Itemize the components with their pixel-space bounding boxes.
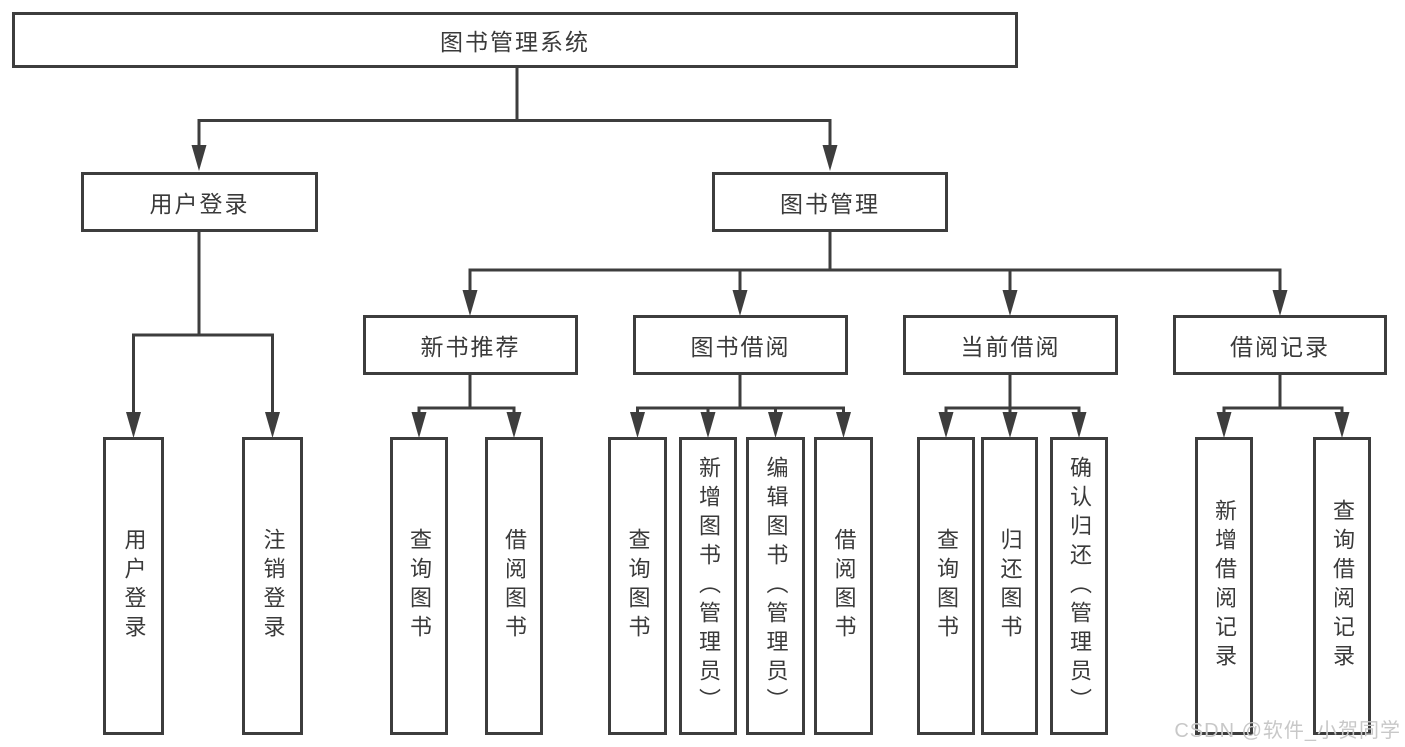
node-user-login-leaf: 用户登录 xyxy=(103,437,164,735)
node-label: 借阅图书 xyxy=(831,528,857,644)
node-label: 归还图书 xyxy=(997,528,1023,644)
node-label: 新增借阅记录 xyxy=(1212,499,1237,673)
node-label: 借阅图书 xyxy=(502,528,527,644)
node-edit-books-admin-leaf: 编辑图书（管理员） xyxy=(746,437,805,735)
node-label: 当前借阅 xyxy=(960,334,1061,360)
node-query-borrow-record-leaf: 查询借阅记录 xyxy=(1313,437,1371,735)
node-add-books-admin-leaf: 新增图书（管理员） xyxy=(679,437,737,735)
node-label: 新增图书（管理员） xyxy=(696,455,721,717)
node-label: 查询图书 xyxy=(625,528,651,644)
node-label: 图书借阅 xyxy=(690,334,791,360)
node-label: 用户登录 xyxy=(121,528,147,644)
node-label: 确认归还（管理员） xyxy=(1067,455,1092,717)
node-add-borrow-record-leaf: 新增借阅记录 xyxy=(1195,437,1253,735)
node-return-books-leaf: 归还图书 xyxy=(981,437,1038,735)
node-query-books-leaf-2: 查询图书 xyxy=(608,437,667,735)
node-label: 编辑图书（管理员） xyxy=(763,455,789,717)
node-logout-leaf: 注销登录 xyxy=(242,437,303,735)
node-library-management-system: 图书管理系统 xyxy=(12,12,1018,68)
node-label: 查询图书 xyxy=(407,528,432,644)
node-borrow-books-leaf-2: 借阅图书 xyxy=(814,437,873,735)
node-label: 查询借阅记录 xyxy=(1330,499,1355,673)
node-book-borrow-module: 图书借阅 xyxy=(633,315,848,375)
node-confirm-return-admin-leaf: 确认归还（管理员） xyxy=(1050,437,1108,735)
node-label: 用户登录 xyxy=(149,191,250,217)
node-borrow-records-module: 借阅记录 xyxy=(1173,315,1387,375)
node-query-books-leaf-1: 查询图书 xyxy=(390,437,448,735)
node-label: 图书管理系统 xyxy=(440,29,590,55)
node-book-management-branch: 图书管理 xyxy=(712,172,948,232)
node-label: 图书管理 xyxy=(780,191,880,217)
node-label: 注销登录 xyxy=(260,528,286,644)
node-label: 查询图书 xyxy=(934,528,959,644)
node-new-book-recommend: 新书推荐 xyxy=(363,315,578,375)
node-label: 借阅记录 xyxy=(1230,334,1330,360)
node-label: 新书推荐 xyxy=(420,334,521,360)
node-current-borrow-module: 当前借阅 xyxy=(903,315,1118,375)
node-query-books-leaf-3: 查询图书 xyxy=(917,437,975,735)
node-borrow-books-leaf-1: 借阅图书 xyxy=(485,437,543,735)
node-user-login-branch: 用户登录 xyxy=(81,172,318,232)
csdn-watermark: CSDN @软件_小贺同学 xyxy=(1174,720,1401,742)
